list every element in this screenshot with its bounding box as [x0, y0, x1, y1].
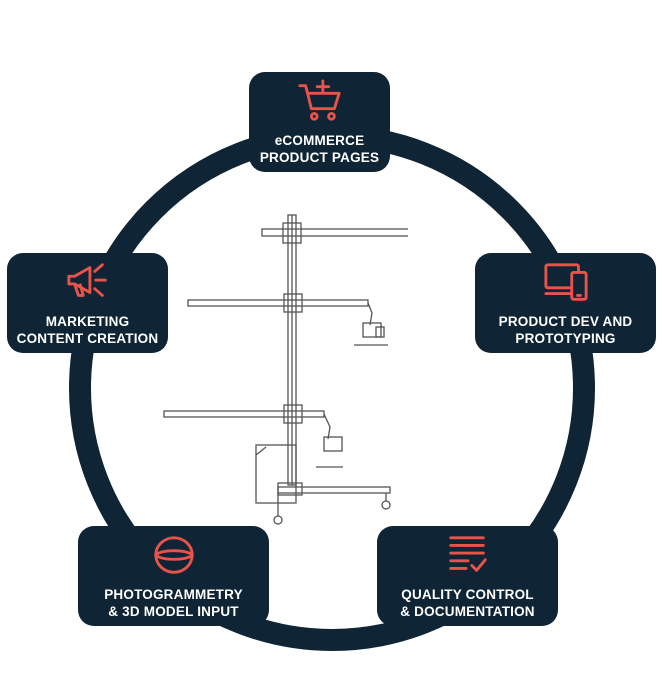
- node-label: MARKETING CONTENT CREATION: [17, 313, 159, 347]
- node-label-line: PROTOTYPING: [515, 331, 616, 346]
- node-label-line: QUALITY CONTROL: [401, 587, 534, 602]
- node-label: QUALITY CONTROL & DOCUMENTATION: [400, 586, 535, 620]
- node-label: eCOMMERCE PRODUCT PAGES: [260, 132, 379, 166]
- devices-icon: [543, 259, 589, 305]
- node-label: PHOTOGRAMMETRY & 3D MODEL INPUT: [104, 586, 243, 620]
- node-photogrammetry: PHOTOGRAMMETRY & 3D MODEL INPUT: [78, 526, 269, 626]
- node-label-line: & DOCUMENTATION: [400, 604, 535, 619]
- camera-stand-illustration: [163, 214, 408, 525]
- node-ecommerce: eCOMMERCE PRODUCT PAGES: [249, 72, 390, 172]
- checklist-icon: [445, 532, 491, 578]
- node-marketing: MARKETING CONTENT CREATION: [7, 253, 168, 353]
- node-label: PRODUCT DEV AND PROTOTYPING: [499, 313, 633, 347]
- node-label-line: & 3D MODEL INPUT: [108, 604, 239, 619]
- sphere-scan-icon: [151, 532, 197, 578]
- node-product-dev: PRODUCT DEV AND PROTOTYPING: [475, 253, 656, 353]
- node-quality: QUALITY CONTROL & DOCUMENTATION: [377, 526, 558, 626]
- node-label-line: eCOMMERCE: [274, 133, 365, 148]
- megaphone-icon: [65, 259, 111, 305]
- node-label-line: PHOTOGRAMMETRY: [104, 587, 243, 602]
- node-label-line: CONTENT CREATION: [16, 331, 159, 346]
- node-label-line: PRODUCT PAGES: [259, 150, 380, 165]
- node-label-line: MARKETING: [45, 314, 130, 329]
- node-label-line: PRODUCT DEV AND: [498, 314, 633, 329]
- cart-plus-icon: [297, 78, 343, 124]
